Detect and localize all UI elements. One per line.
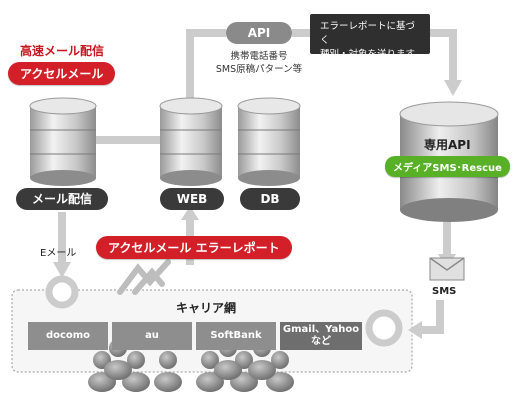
api-note-line1: 携帯電話番号	[230, 51, 288, 62]
carrier-au: au	[112, 322, 192, 350]
error-report-badge: アクセルメール エラーレポート	[96, 236, 292, 259]
database-icon	[159, 97, 223, 186]
api-note: 携帯電話番号 SMS原稿パターン等	[200, 50, 318, 76]
callout-line2: 種別・対象を送ります。	[320, 49, 424, 60]
product-name-badge: アクセルメール	[8, 62, 116, 85]
person-icon	[196, 351, 224, 392]
circle-arrow-icon	[365, 309, 403, 347]
arrow-web-to-api	[186, 29, 226, 98]
carrier-other-line1: Gmail、Yahoo	[282, 324, 360, 335]
database-icon	[237, 97, 301, 186]
api-badge: API	[226, 22, 292, 44]
database-icon	[29, 97, 97, 186]
carrier-softbank: SoftBank	[196, 322, 276, 350]
media-sms-badge: メディアSMS･Rescue	[385, 156, 510, 177]
dedicated-api-label: 専用API	[424, 138, 471, 152]
api-note-line2: SMS原稿パターン等	[215, 64, 303, 75]
circle-arrow-icon	[45, 275, 79, 309]
carrier-network-label: キャリア網	[176, 301, 237, 315]
callout-line1: エラーレポートに基づく	[320, 21, 416, 46]
person-icon	[122, 351, 150, 392]
error-report-callout: エラーレポートに基づく 種別・対象を送ります。	[310, 14, 430, 60]
mail-delivery-node: メール配信	[16, 188, 108, 210]
product-caption: 高速メール配信	[20, 44, 105, 58]
carrier-docomo: docomo	[28, 322, 108, 350]
envelope-icon	[429, 257, 465, 281]
arrow-sms-to-carrier	[420, 300, 444, 334]
web-node: WEB	[160, 188, 224, 210]
db-node: DB	[240, 188, 300, 210]
carrier-other: Gmail、Yahoo など	[280, 322, 362, 350]
sms-label: SMS	[432, 286, 457, 297]
users-group	[88, 339, 294, 392]
arrow-api-to-dedicated	[430, 29, 457, 82]
carrier-other-line2: など	[311, 336, 331, 347]
email-label: Eメール	[40, 248, 77, 259]
bounce-arrow-icon	[117, 259, 171, 295]
person-icon	[266, 351, 294, 392]
person-icon	[154, 351, 182, 392]
